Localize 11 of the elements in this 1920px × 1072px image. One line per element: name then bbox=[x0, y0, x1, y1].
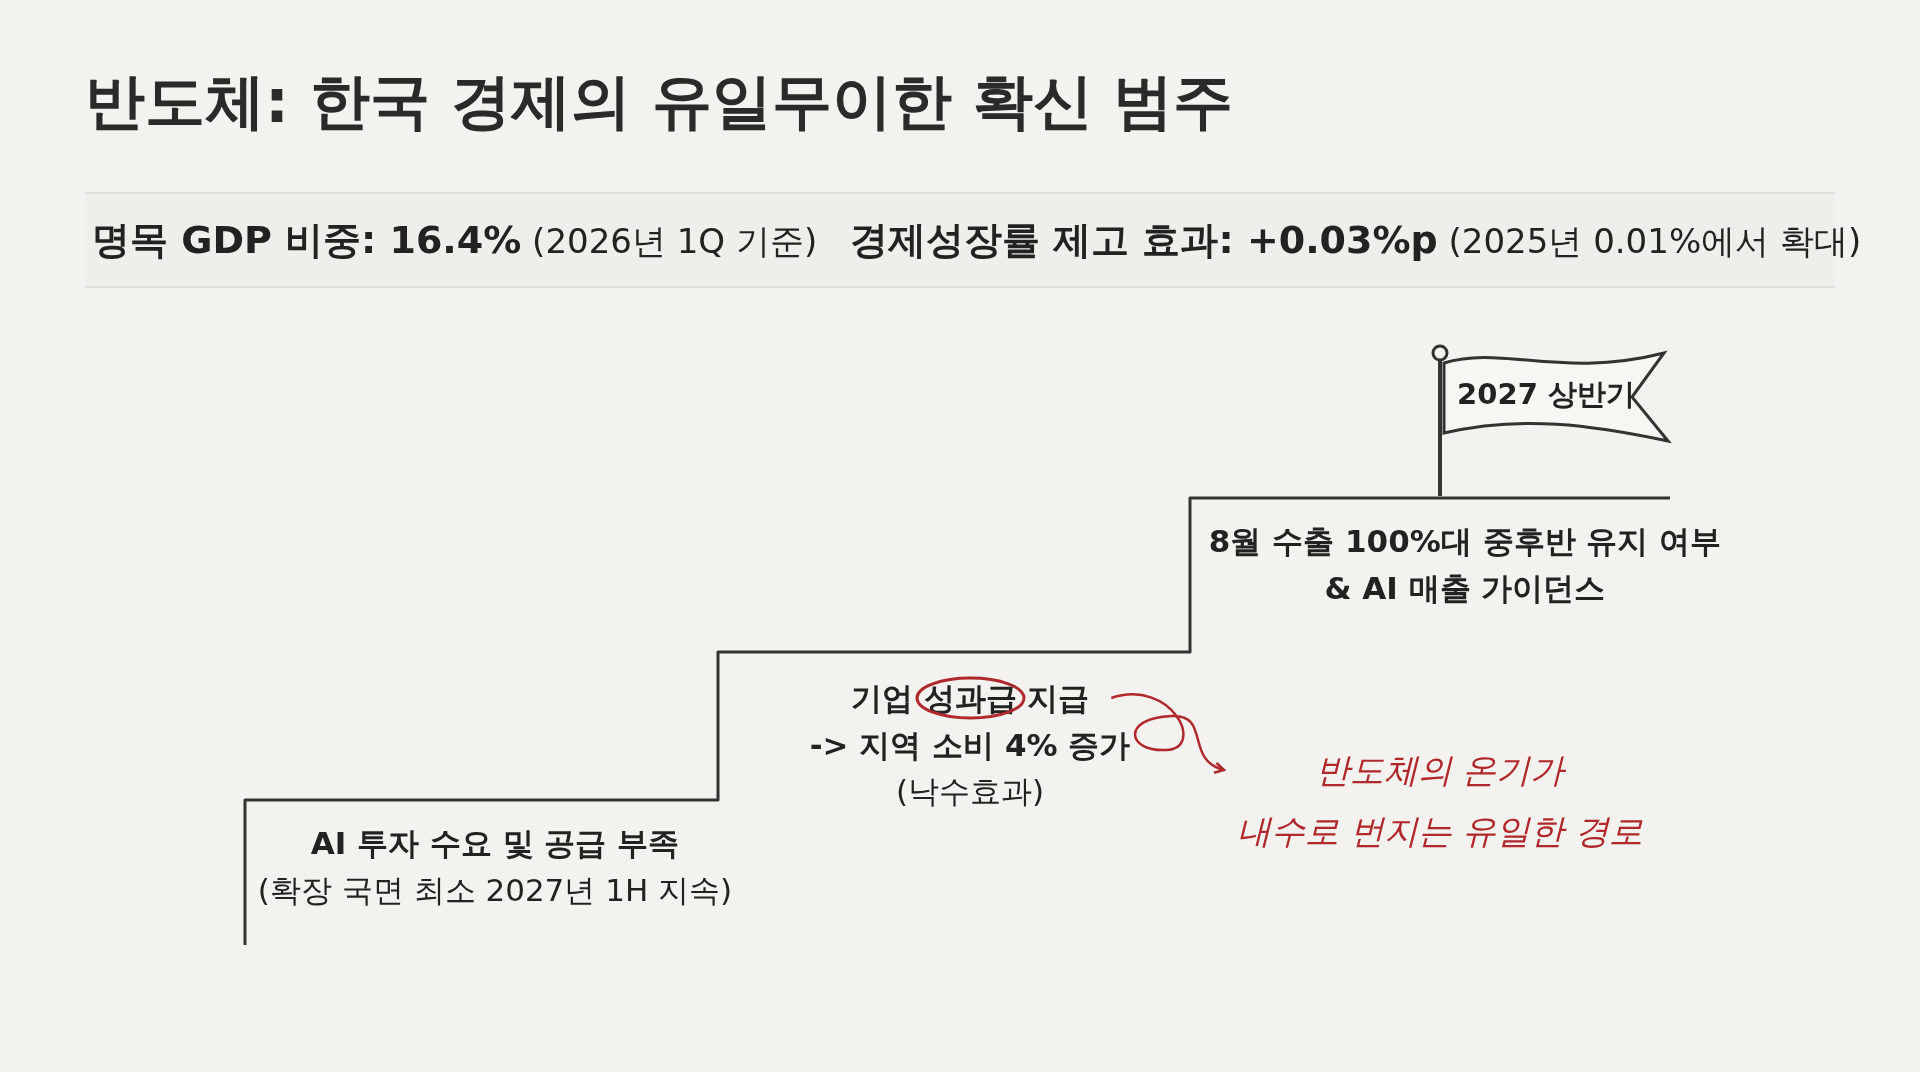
handwritten-note: 반도체의 온기가 내수로 번지는 유일한 경로 bbox=[1235, 749, 1645, 854]
highlight-circle bbox=[914, 676, 1026, 720]
title: 반도체: 한국 경제의 유일무이한 확신 범주 bbox=[85, 65, 1234, 138]
step-text: AI 투자 수요 및 공급 부족 bbox=[309, 824, 681, 863]
stat-text: 명목 GDP 비중: 16.4% (2026년 1Q 기준) bbox=[92, 217, 818, 264]
step-subtext: (확장 국면 최소 2027년 1H 지속) bbox=[256, 870, 734, 910]
stat-text: 경제성장률 제고 효과: +0.03%p (2025년 0.01%에서 확대) bbox=[850, 217, 1862, 264]
step-subtext: (낙수효과) bbox=[894, 772, 1046, 811]
step-text: 8월 수출 100%대 중후반 유지 여부 & AI 매출 가이던스 bbox=[1207, 522, 1723, 608]
step-text: 기업 성과급 지급 -> 지역 소비 4% 증가 bbox=[808, 679, 1132, 765]
curly-arrow bbox=[1111, 693, 1226, 773]
